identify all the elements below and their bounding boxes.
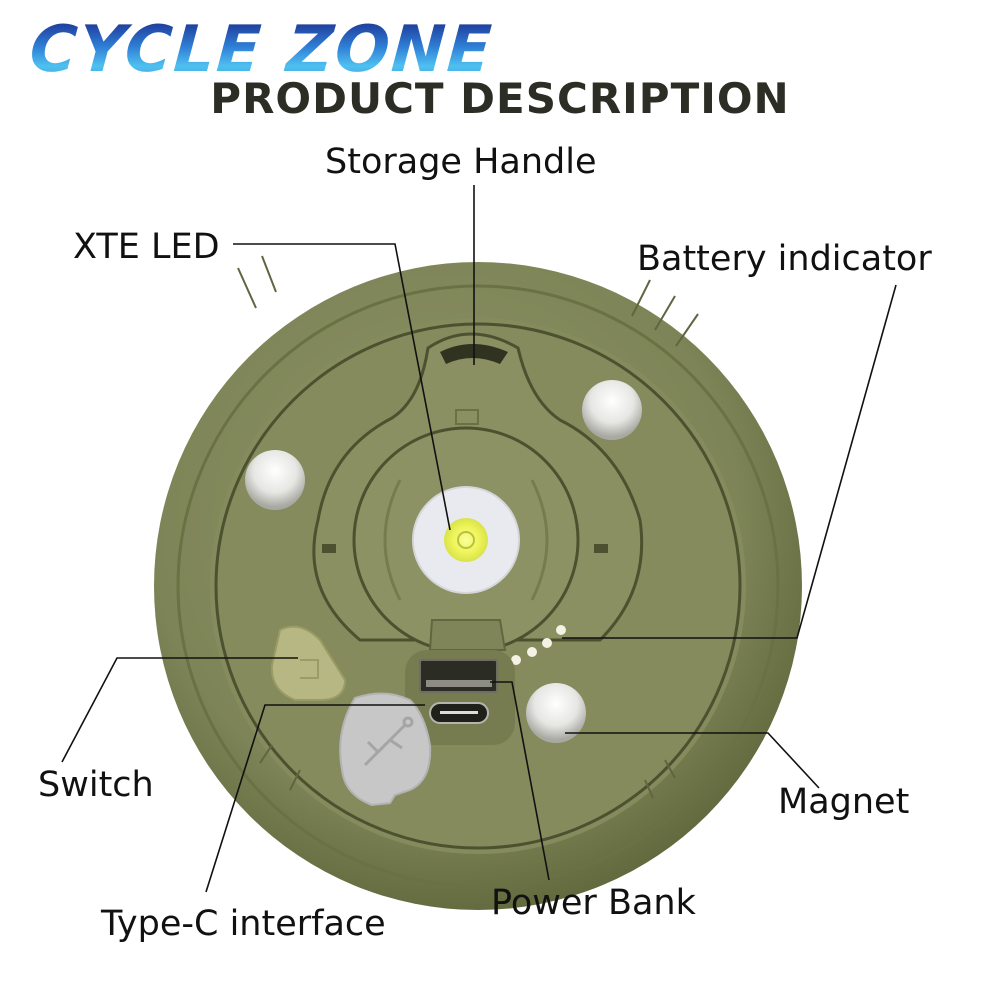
leader-power-bank: [490, 681, 550, 881]
port-panel: [405, 619, 515, 745]
label-magnet: Magnet: [778, 782, 910, 822]
power-switch-button[interactable]: [270, 625, 347, 701]
page-title: PRODUCT DESCRIPTION: [210, 74, 790, 123]
label-xte-led: XTE LED: [73, 227, 220, 267]
label-storage-handle: Storage Handle: [325, 142, 597, 182]
magnet-right: [582, 380, 642, 440]
battery-indicator-dots: [511, 625, 566, 665]
label-power-bank: Power Bank: [491, 883, 696, 923]
leader-magnet: [565, 732, 820, 789]
leader-type-c: [205, 704, 425, 893]
label-battery-indicator: Battery indicator: [637, 239, 932, 279]
led-housing: [322, 426, 608, 654]
leader-xte-led: [233, 243, 451, 531]
power-icon: [300, 659, 319, 679]
port-cover[interactable]: [339, 692, 432, 807]
callout-lines: [61, 185, 897, 893]
usb-icon: [363, 716, 414, 767]
usb-a-port: [419, 659, 498, 693]
leader-switch: [61, 657, 298, 763]
label-switch: Switch: [38, 765, 154, 805]
leader-battery-indicator: [562, 284, 897, 639]
magnet-bottom: [526, 683, 586, 743]
label-type-c-interface: Type-C interface: [101, 904, 386, 944]
led-emitter: [444, 518, 488, 562]
magnet-left: [245, 450, 305, 510]
